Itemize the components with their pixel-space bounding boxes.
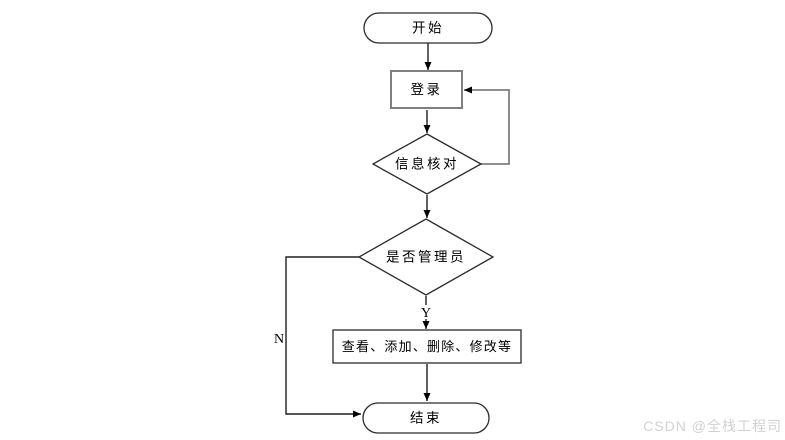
- edge-verify-login-loop: [464, 86, 510, 165]
- edge-label-no-bg: [272, 331, 285, 345]
- edge-label-no: N: [274, 332, 284, 347]
- node-is-admin: [357, 218, 495, 296]
- node-login: [390, 70, 463, 109]
- edge-isadmin-end-no: [285, 256, 361, 418]
- node-is-admin-label: 是否管理员: [386, 250, 466, 265]
- node-verify-label: 信息核对: [395, 156, 459, 172]
- watermark: CSDN @全栈工程司: [643, 418, 782, 434]
- edge-label-yes: Y: [421, 306, 431, 321]
- node-end-label: 结束: [410, 411, 442, 426]
- node-end: [362, 402, 490, 434]
- node-start-label: 开始: [412, 21, 444, 36]
- node-actions-label: 查看、添加、删除、修改等: [342, 339, 512, 354]
- node-start: [363, 12, 493, 44]
- node-verify: [371, 133, 483, 195]
- edge-label-yes-bg: [419, 305, 433, 319]
- node-login-label: 登录: [411, 82, 443, 97]
- node-actions: [332, 329, 522, 364]
